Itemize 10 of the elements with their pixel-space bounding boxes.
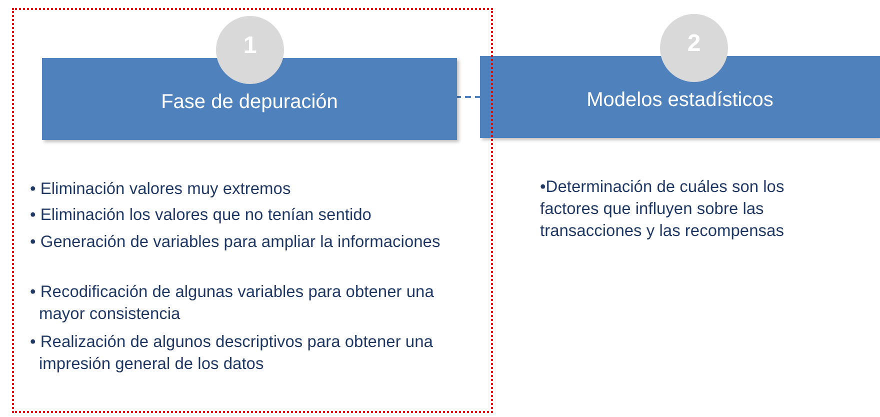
- connector-line: [455, 96, 480, 98]
- bullet-item: • Realización de algunos descriptivos para obtener una impresión general de los datos: [30, 332, 434, 375]
- step-header-box: Modelos estadísticos: [480, 56, 880, 138]
- highlight-frame: [12, 8, 493, 413]
- bullet-item: • Eliminación los valores que no tenían sentido: [30, 205, 372, 226]
- step-header-box: Fase de depuración: [42, 58, 457, 140]
- bullet-item: • Recodificación de algunas variables para obtener una mayor consistencia: [30, 282, 435, 325]
- description-text: •Determinación de cuáles son los factores que influyen sobre las transacciones y las recompensas: [540, 177, 786, 242]
- bullet-item: • Eliminación valores muy extremos: [30, 179, 292, 200]
- bullet-item: • Generación de variables para ampliar la informaciones: [30, 232, 442, 253]
